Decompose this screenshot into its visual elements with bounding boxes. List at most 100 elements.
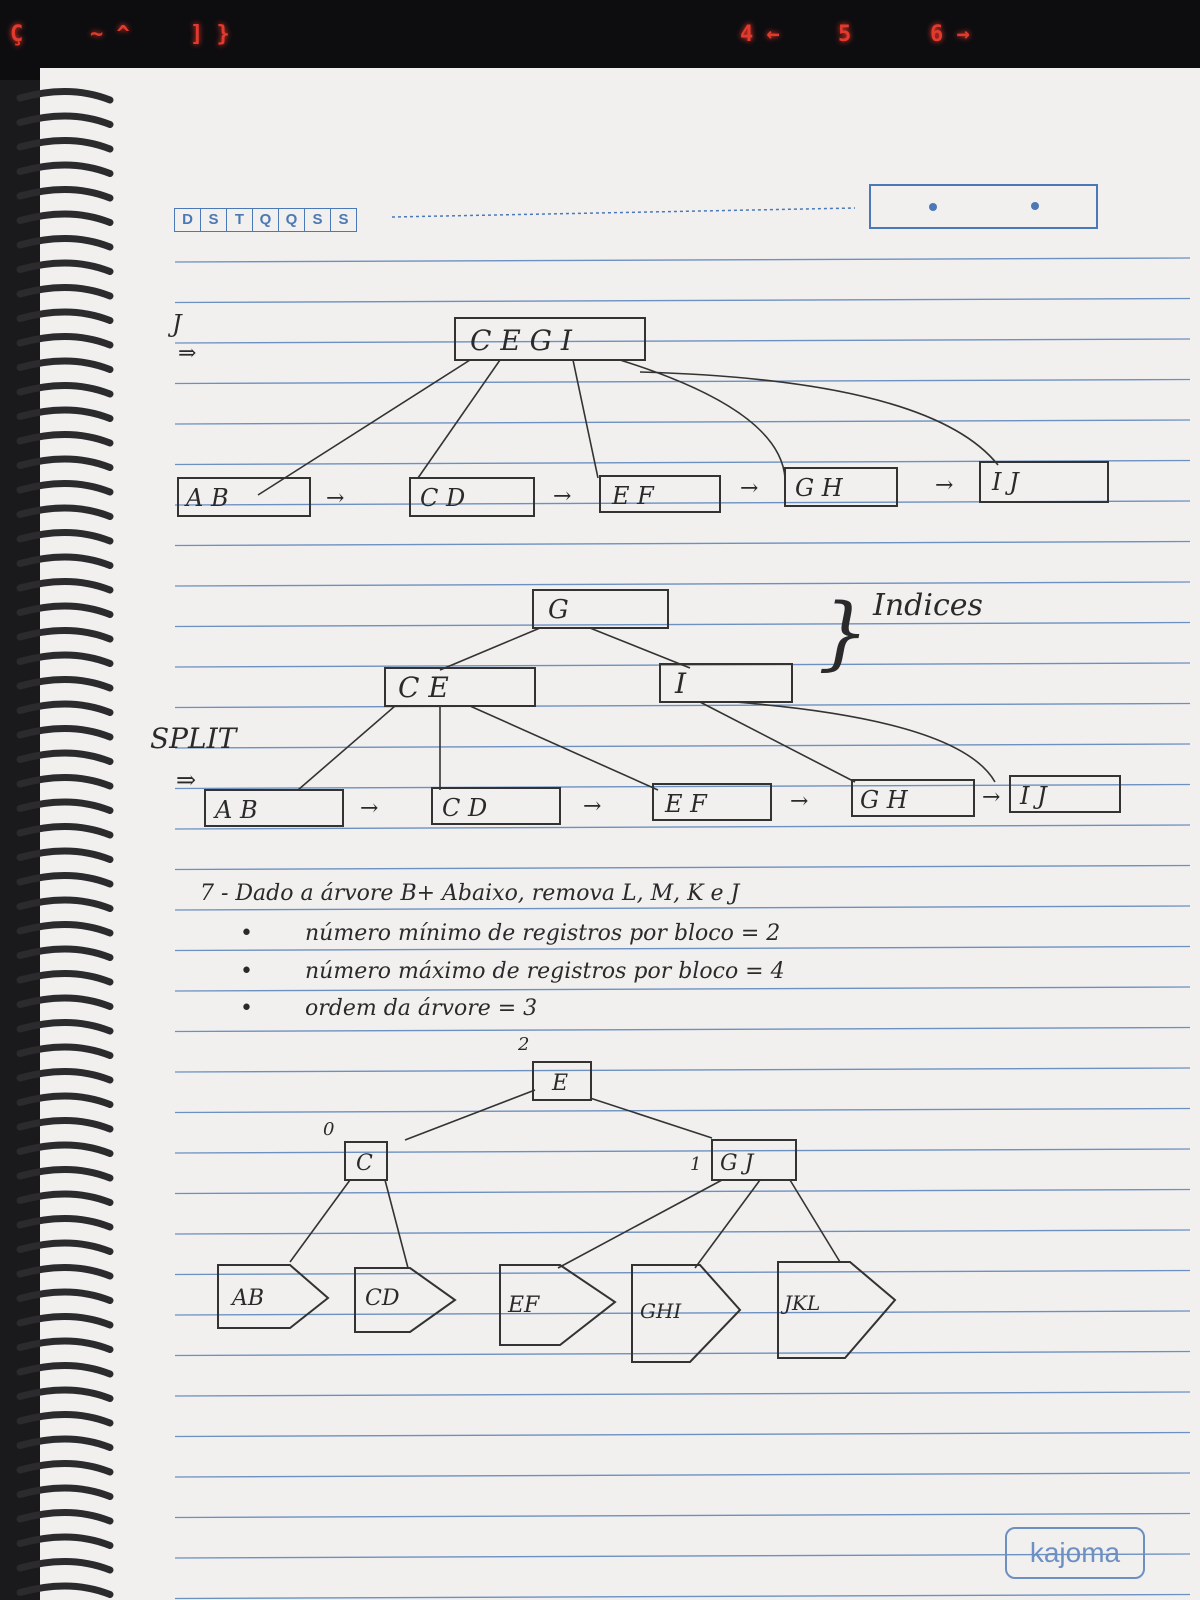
spiral-ring [16,431,114,447]
weekday-t: T [227,209,253,231]
tree3-leaf-4 [631,1264,742,1363]
spiral-ring [16,1582,114,1598]
tree3-leaf-2 [354,1267,457,1333]
tree1-link-arrow-2: → [553,484,571,509]
tree2-edge-root-left [439,627,541,671]
tree2-indices-label: Indices [872,588,983,623]
spiral-ring [16,945,114,961]
tree3-right-count: 1 [690,1154,701,1175]
tree2-edge-r2 [734,701,996,783]
spiral-ring [16,357,114,373]
spiral-ring [16,1117,114,1133]
tree2-arrow: ⇒ [176,766,196,794]
spiral-ring [16,161,114,177]
keyboard-strip: Ç ~ ^ ] } 4 ← 5 6 → [0,0,1200,80]
spiral-ring [16,210,114,226]
tree3-edge-c1 [289,1179,351,1263]
ruled-line [174,257,1191,263]
spiral-ring [16,186,114,202]
tree2-leaf-1 [204,789,344,827]
tree1-link-arrow-4: → [935,473,953,498]
tree1-edge-4 [619,359,786,479]
tree2-link-arrow-2: → [583,794,601,819]
tree1-edge-1 [257,359,471,496]
tree1-leaf-2-text: C D [420,484,465,512]
spiral-ring [16,112,114,128]
spiral-ring [16,529,114,545]
spiral-ring [16,1215,114,1231]
spiral-ring [16,1019,114,1035]
weekday-q1: Q [253,209,279,231]
ruled-line [174,1512,1191,1519]
ruled-line [174,1269,1191,1276]
tree1-edge-3 [572,359,599,479]
ruled-line [174,1593,1191,1600]
ruled-line [174,1431,1191,1438]
spiral-ring [16,1264,114,1280]
tree3-right-text: G J [720,1151,755,1176]
tree3-leaf-1-text: AB [230,1286,264,1311]
tree1-leaf-1-text: A B [184,484,229,512]
spiral-ring [16,749,114,765]
spiral-ring [16,308,114,324]
spiral-ring [16,627,114,643]
header-dotted-line [391,207,856,218]
spiral-ring [16,847,114,863]
spiral-binding [16,88,114,1598]
spiral-ring [16,578,114,594]
spiral-ring [16,406,114,422]
spiral-ring [16,455,114,471]
ruled-line [174,621,1191,628]
spiral-ring [16,1043,114,1059]
tree1-leaf-5 [979,461,1109,503]
tree2-link-arrow-3: → [790,789,808,814]
spiral-ring [16,1509,114,1525]
spiral-ring [16,480,114,496]
spiral-ring [16,1386,114,1402]
spiral-ring [16,553,114,569]
ruled-line [174,1391,1191,1397]
key-tilde: ~ ^ [90,22,130,47]
date-box [869,184,1098,229]
tree3-leaf-5 [777,1261,897,1359]
tree2-leaf-5-text: I J [1019,782,1048,810]
tree1-leaf-5-text: I J [991,468,1020,496]
tree2-link-arrow-1: → [360,796,378,821]
ruled-line [174,1350,1191,1357]
ruled-line [174,986,1191,992]
spiral-ring [16,1313,114,1329]
tree3-root-text: E [551,1071,568,1096]
spiral-ring [16,1484,114,1500]
tree2-link-arrow-4: → [982,785,1000,810]
tree2-brace: } [818,586,869,679]
tree2-internal-right-text: I [674,667,687,700]
spiral-ring [16,700,114,716]
weekday-header: D S T Q Q S S [174,208,357,232]
spiral-ring [16,333,114,349]
spiral-ring [16,284,114,300]
tree2-leaf-4 [851,779,975,817]
ruled-line [174,864,1191,871]
tree2-leaf-5 [1009,775,1121,813]
tree2-leaf-1-text: A B [213,796,258,824]
tree3-leaf-1 [217,1264,330,1329]
ruled-line [174,1067,1191,1073]
tree1-link-arrow-3: → [740,476,758,501]
tree3-left-text: C [356,1151,373,1176]
tree3-edge-j1 [789,1179,841,1263]
spiral-ring [16,1411,114,1427]
tree1-link-arrow-1: → [326,486,344,511]
tree2-internal-left-text: C E [398,671,449,704]
tree1-leaf-1 [177,477,311,517]
tree2-leaf-3-text: E F [664,790,708,818]
tree1-edge-5 [639,371,999,466]
ruled-line [174,1472,1191,1478]
weekday-s3: S [338,211,349,228]
tree2-leaf-3 [652,783,772,821]
tree3-leaf-4-text: GHI [640,1299,682,1323]
tree2-edge-l1 [297,705,396,791]
ruled-line [174,1310,1191,1316]
ruled-line [174,1107,1191,1114]
tree1-root-text: C E G I [470,324,573,357]
